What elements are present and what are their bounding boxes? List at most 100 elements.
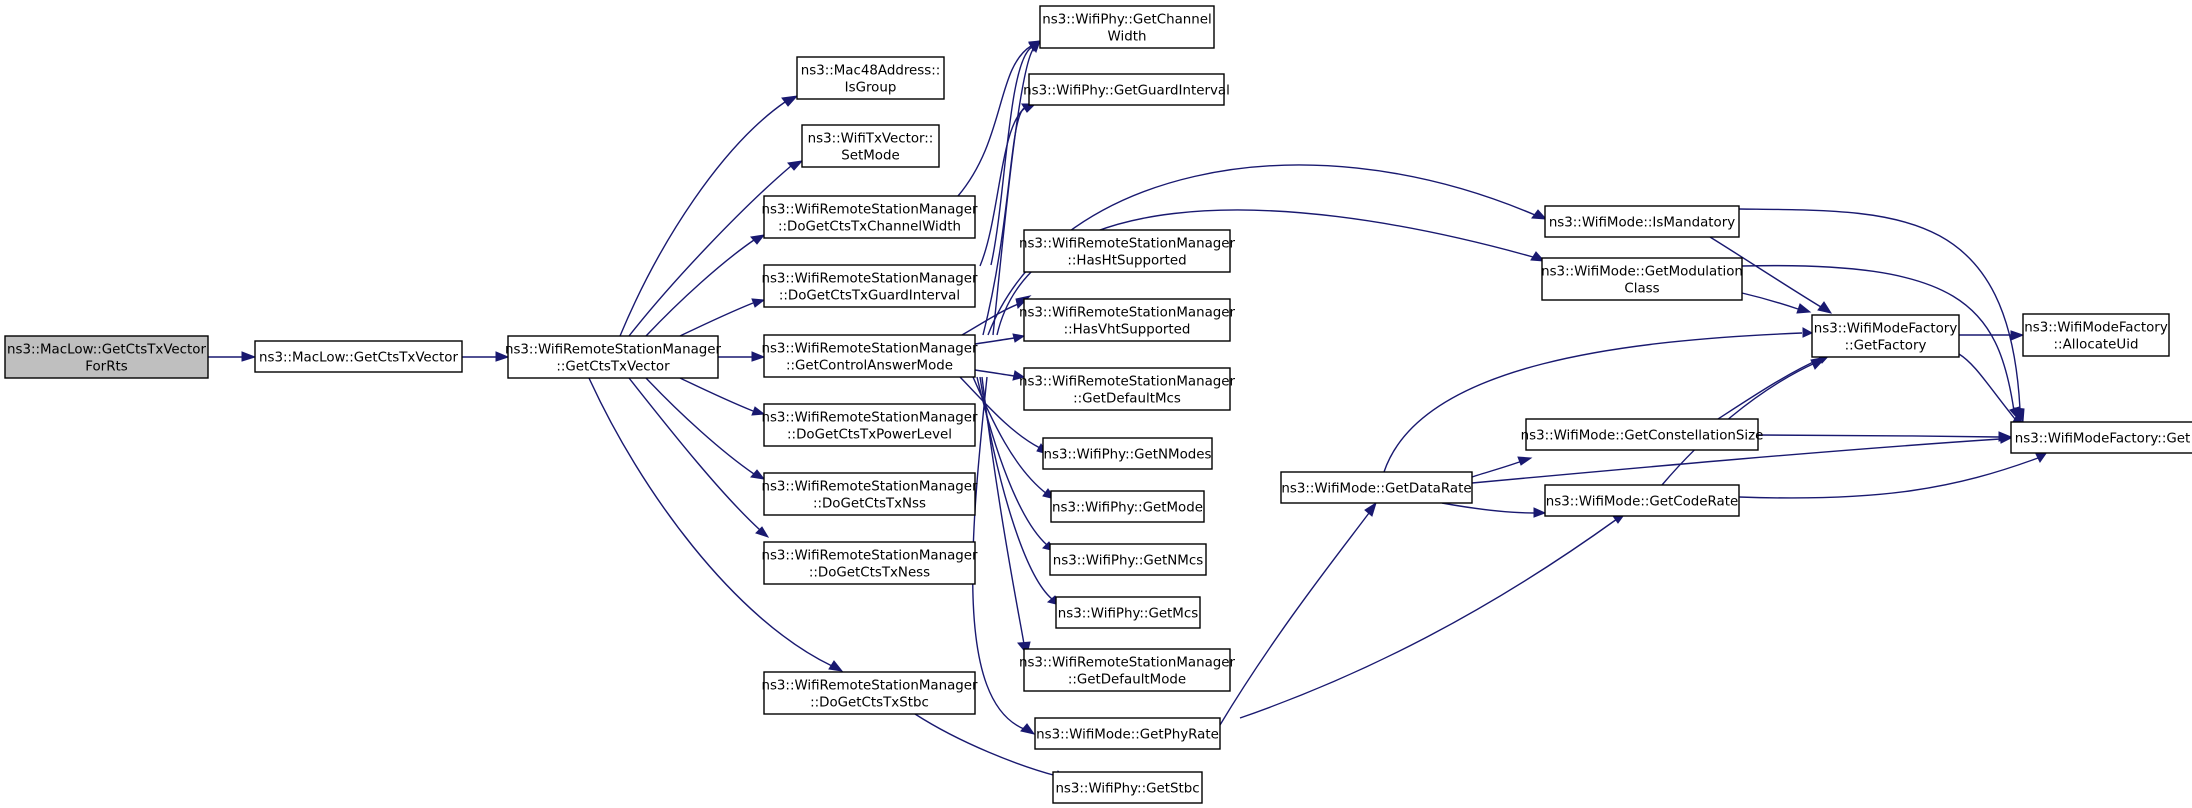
- graph-node[interactable]: ns3::WifiRemoteStationManager::DoGetCtsT…: [761, 541, 978, 585]
- node-label: ns3::WifiRemoteStationManager: [761, 480, 978, 495]
- node-box: [796, 56, 945, 100]
- edge-line: [961, 302, 1022, 336]
- edge-line: [1383, 332, 1803, 473]
- arrowhead: [2010, 330, 2025, 341]
- node-box: [763, 264, 976, 308]
- arrowhead: [1810, 356, 1828, 370]
- edge-line: [974, 337, 1015, 345]
- graph-node[interactable]: ns3::WifiMode::IsMandatory: [1544, 205, 1740, 238]
- node-label: ::DoGetCtsTxGuardInterval: [779, 289, 960, 304]
- node-box: [2010, 421, 2192, 454]
- graph-node[interactable]: ns3::WifiPhy::GetNMcs: [1049, 543, 1207, 576]
- edge-n7-n25: [996, 209, 1546, 336]
- node-label: ns3::WifiTxVector::: [808, 132, 934, 147]
- graph-node[interactable]: ns3::Mac48Address::IsGroup: [796, 56, 945, 100]
- node-box: [1052, 771, 1203, 804]
- node-label: ns3::WifiRemoteStationManager: [761, 342, 978, 357]
- edge-line: [628, 165, 792, 337]
- graph-node[interactable]: ns3::WifiRemoteStationManager::HasHtSupp…: [1019, 229, 1236, 273]
- edge-line: [1441, 502, 1536, 514]
- graph-node[interactable]: ns3::WifiMode::GetCodeRate: [1544, 484, 1740, 517]
- edge-line: [1757, 434, 2000, 438]
- edge-line: [981, 376, 1025, 645]
- edge-n7-n24: [987, 164, 1548, 336]
- graph-node[interactable]: ns3::WifiPhy::GetNModes: [1042, 437, 1213, 470]
- node-label: ns3::WifiRemoteStationManager: [1019, 237, 1236, 252]
- graph-node[interactable]: ns3::WifiModeFactory::GetFactory: [1811, 314, 1960, 358]
- graph-node[interactable]: ns3::WifiRemoteStationManager::DoGetCtsT…: [761, 403, 978, 447]
- edge-line: [972, 376, 1025, 730]
- graph-node[interactable]: ns3::WifiRemoteStationManager::GetDefaul…: [1019, 648, 1236, 692]
- graph-node[interactable]: ns3::WifiRemoteStationManager::GetContro…: [761, 334, 978, 378]
- graph-node[interactable]: ns3::WifiPhy::GetGuardInterval: [1023, 73, 1230, 106]
- node-label: ns3::WifiPhy::GetStbc: [1055, 782, 1199, 797]
- graph-node[interactable]: ns3::WifiPhy::GetStbc: [1052, 771, 1203, 804]
- node-label: ::HasHtSupported: [1067, 254, 1186, 269]
- node-box: [763, 671, 976, 715]
- node-box: [1811, 314, 1960, 358]
- edge-n7-n22: [972, 376, 1036, 735]
- arrowhead: [1531, 209, 1548, 220]
- edge-line: [679, 302, 754, 337]
- node-box: [1544, 484, 1740, 517]
- edge-n2-n9: [645, 377, 766, 480]
- graph-node[interactable]: ns3::WifiModeFactory::Get: [2010, 421, 2192, 454]
- arrowhead: [1030, 40, 1041, 54]
- node-label: ::AllocateUid: [2054, 338, 2139, 353]
- graph-node[interactable]: ns3::WifiPhy::GetMode: [1050, 490, 1205, 523]
- graph-node[interactable]: ns3::WifiRemoteStationManager::GetDefaul…: [1019, 367, 1236, 411]
- edge-n2-n5: [645, 234, 766, 337]
- node-label: ns3::WifiMode::IsMandatory: [1549, 216, 1735, 231]
- node-label: ns3::WifiPhy::GetGuardInterval: [1023, 84, 1230, 99]
- graph-node[interactable]: ns3::WifiRemoteStationManager::DoGetCtsT…: [761, 472, 978, 516]
- node-box: [1050, 490, 1205, 523]
- node-box: [1023, 229, 1231, 273]
- edge-n2-n6: [679, 298, 766, 337]
- arrowhead: [1012, 370, 1026, 381]
- node-label: ns3::WifiModeFactory::Get: [2015, 432, 2190, 447]
- node-label: ::GetFactory: [1845, 339, 1927, 354]
- edge-line: [1741, 264, 2015, 412]
- edge-n26-n29: [1441, 502, 1547, 518]
- edge-line: [974, 369, 1015, 377]
- edge-line: [1738, 208, 2021, 410]
- edge-n7-n15: [974, 333, 1026, 345]
- edge-line: [959, 376, 1041, 449]
- edge-n0-n1: [208, 351, 257, 362]
- node-box: [1023, 648, 1231, 692]
- edge-n28-n31: [1757, 431, 2013, 442]
- graph-node[interactable]: ns3::WifiModeFactory::AllocateUid: [2022, 313, 2170, 357]
- edge-n2-n3: [619, 95, 799, 337]
- node-box: [1039, 5, 1215, 49]
- graph-node[interactable]: ns3::WifiRemoteStationManager::DoGetCtsT…: [761, 264, 978, 308]
- node-label: ns3::WifiPhy::GetMcs: [1058, 607, 1198, 622]
- edge-line: [645, 239, 755, 337]
- node-box: [1055, 596, 1201, 629]
- graph-node[interactable]: ns3::WifiRemoteStationManager::DoGetCtsT…: [761, 195, 978, 239]
- edge-n2-n7: [718, 351, 766, 362]
- graph-node[interactable]: ns3::WifiMode::GetDataRate: [1280, 471, 1473, 504]
- graph-node[interactable]: ns3::WifiMode::GetPhyRate: [1034, 717, 1221, 750]
- graph-node[interactable]: ns3::WifiRemoteStationManager::DoGetCtsT…: [761, 671, 978, 715]
- edge-line: [1958, 353, 2016, 420]
- node-box: [763, 195, 976, 239]
- node-label: ::GetControlAnswerMode: [786, 359, 953, 374]
- edge-line: [1661, 362, 1816, 486]
- node-label: ::DoGetCtsTxNss: [813, 497, 926, 512]
- node-box: [1525, 418, 1759, 451]
- node-label: ::DoGetCtsTxStbc: [810, 696, 929, 711]
- node-box: [1028, 73, 1225, 106]
- edge-n24-n27: [1709, 236, 1833, 314]
- graph-node[interactable]: ns3::WifiTxVector::SetMode: [801, 124, 940, 168]
- graph-node[interactable]: ns3::WifiMode::GetConstellationSize: [1521, 418, 1764, 451]
- edge-line: [987, 164, 1536, 336]
- graph-node[interactable]: ns3::WifiPhy::GetMcs: [1055, 596, 1201, 629]
- arrowhead: [1817, 301, 1833, 314]
- graph-node[interactable]: ns3::WifiRemoteStationManager::GetCtsTxV…: [505, 335, 722, 379]
- arrowhead: [1020, 723, 1036, 735]
- graph-node[interactable]: ns3::MacLow::GetCtsTxVector: [254, 340, 463, 373]
- graph-node[interactable]: ns3::WifiRemoteStationManager::HasVhtSup…: [1019, 298, 1236, 342]
